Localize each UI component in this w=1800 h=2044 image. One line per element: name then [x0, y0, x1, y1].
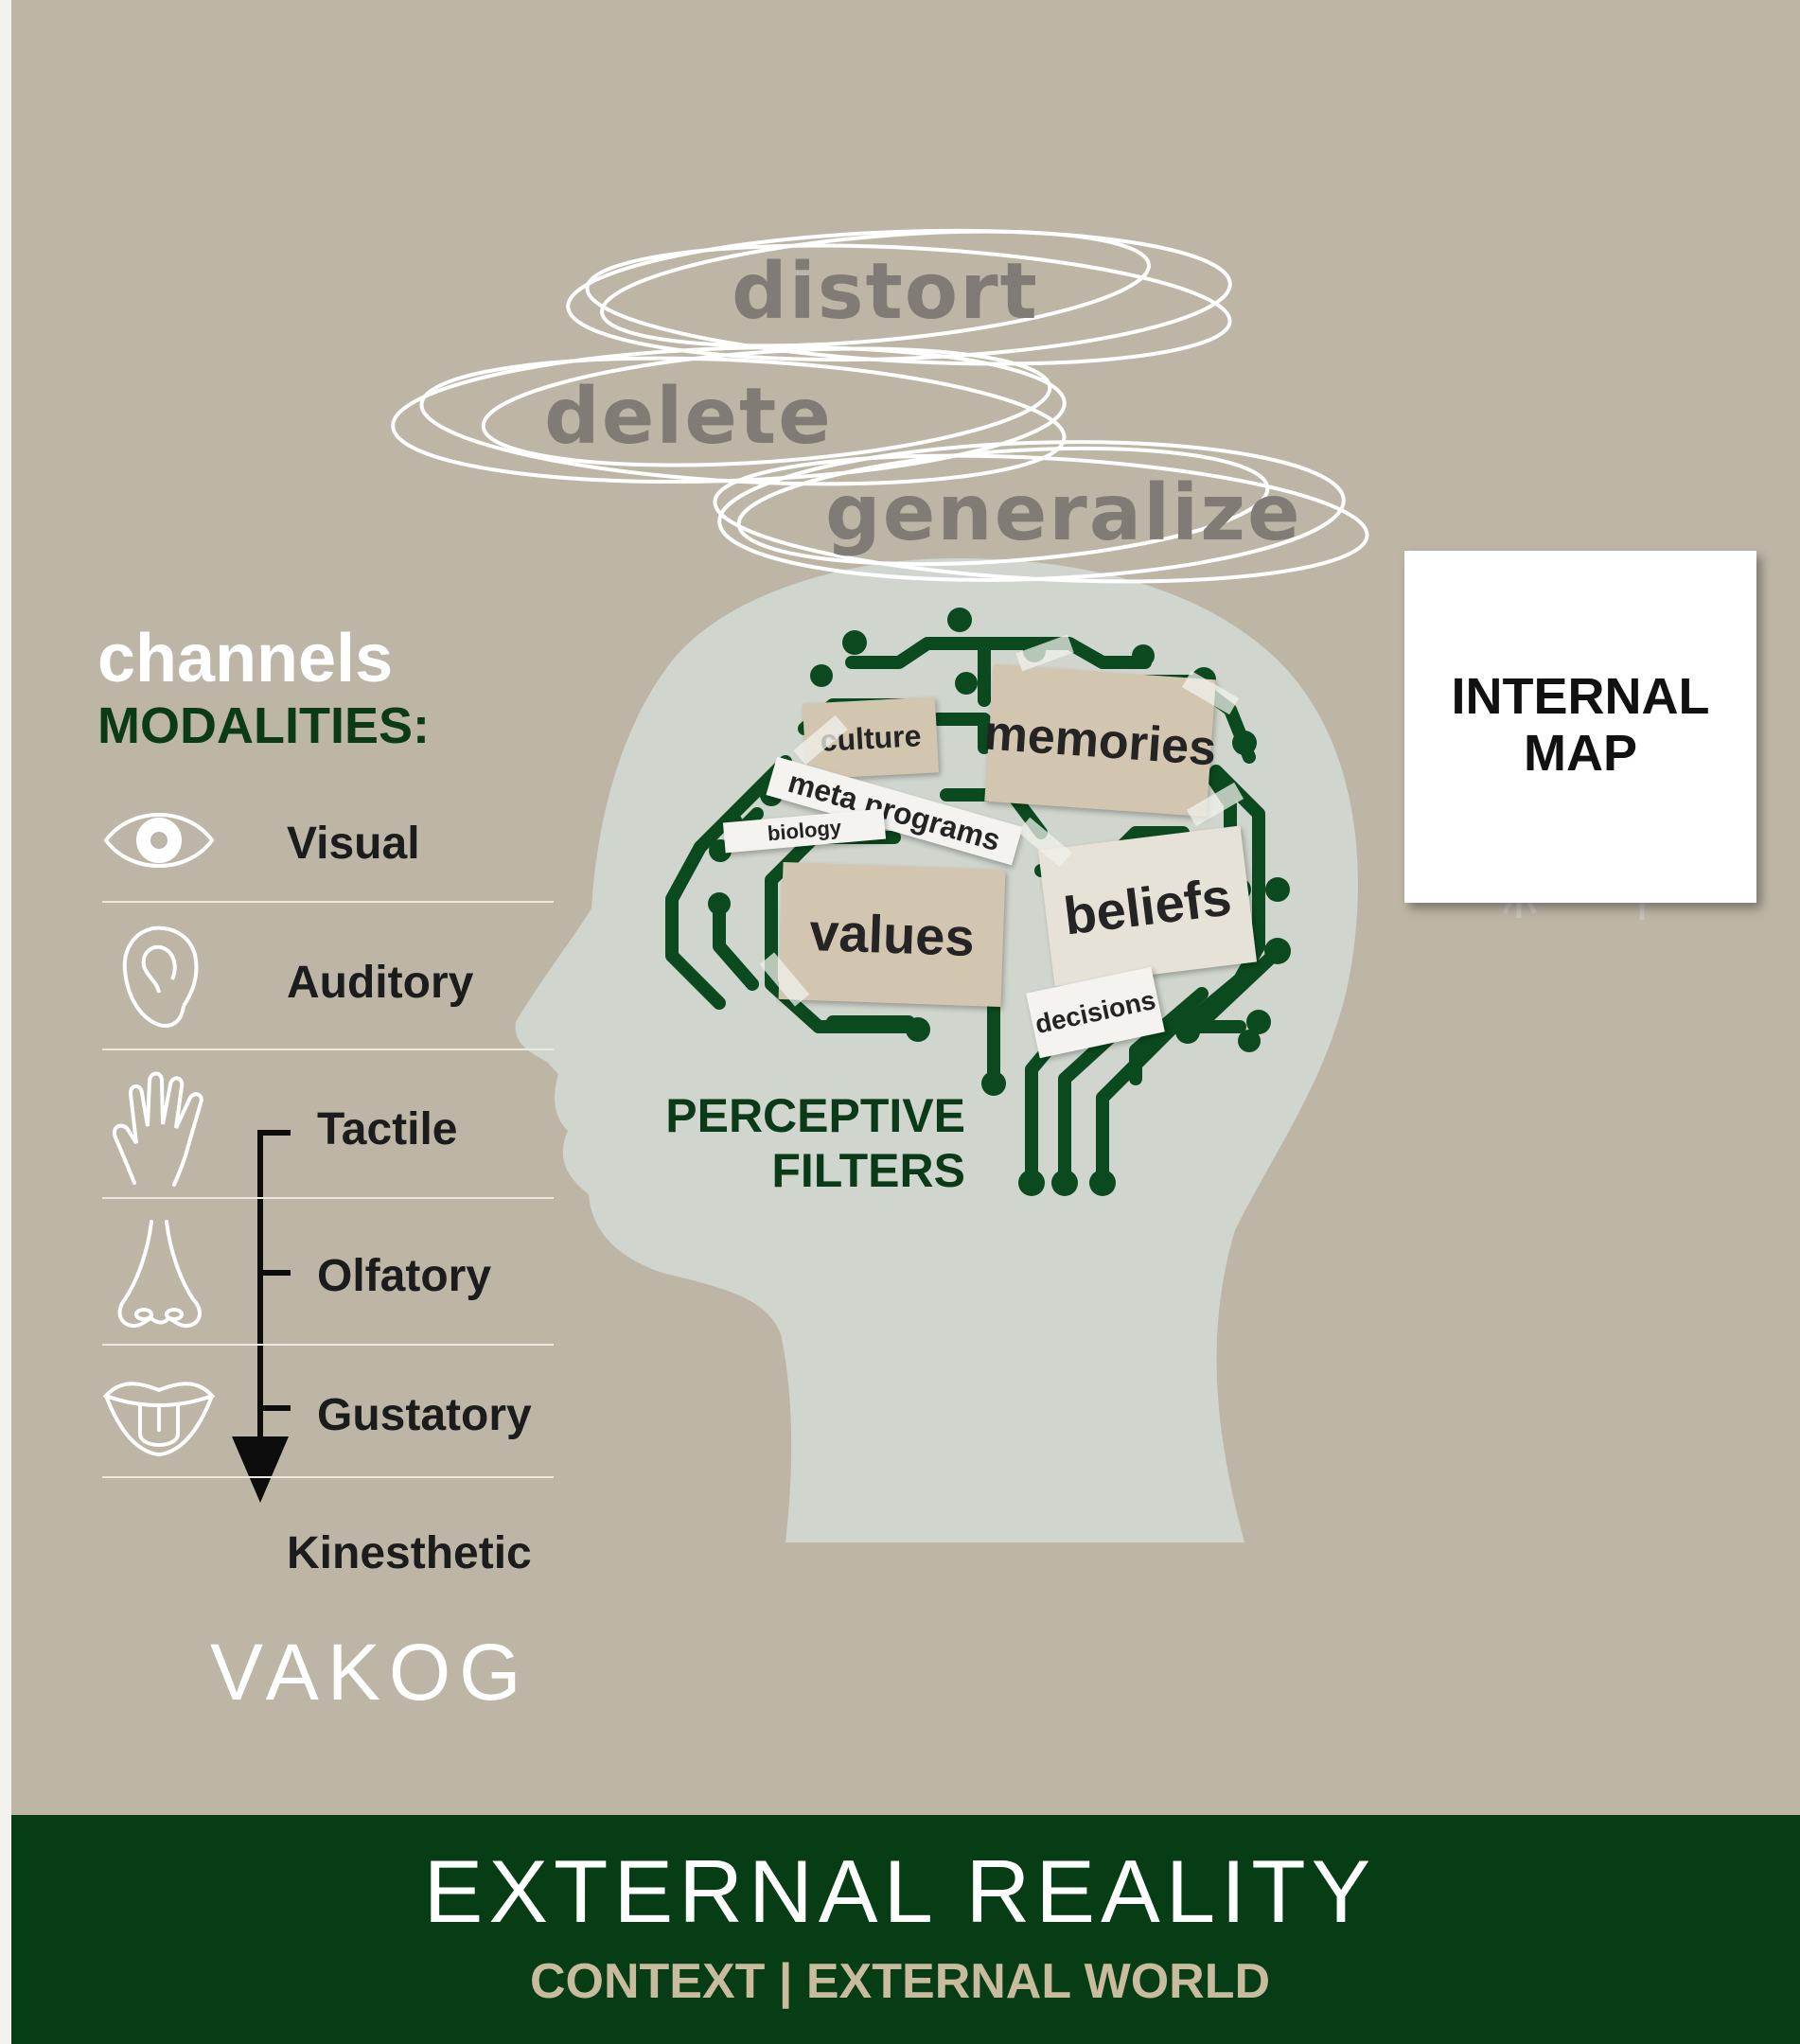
ear-icon [117, 923, 203, 1036]
perceptive-filters-label: PERCEPTIVE FILTERS [662, 1088, 965, 1198]
circuit-nodes [708, 608, 1291, 1196]
nose-icon [112, 1216, 206, 1339]
modality-divider [102, 1197, 554, 1199]
modality-tactile: Tactile [317, 1104, 458, 1154]
modality-divider [102, 1476, 554, 1478]
arrow-head [232, 1436, 289, 1503]
modality-divider [102, 1344, 554, 1346]
modality-divider [102, 901, 554, 903]
perceptive-line-1: PERCEPTIVE [665, 1089, 965, 1142]
internal-map-card: INTERNAL MAP [1404, 551, 1756, 903]
modality-visual: Visual [287, 819, 420, 869]
internal-map-label: INTERNAL MAP [1451, 668, 1710, 782]
external-reality-band [11, 1815, 1800, 2044]
verb-delete: delete [544, 372, 833, 462]
eye-icon [102, 802, 216, 883]
external-reality-title: EXTERNAL REALITY [423, 1841, 1377, 1941]
vakog-acronym: VAKOG [210, 1628, 530, 1717]
scribble-ellipses [391, 228, 1369, 584]
hand-icon [106, 1069, 210, 1197]
modality-divider [102, 1048, 554, 1050]
mouth-icon [102, 1377, 216, 1467]
left-edge-strip [0, 0, 11, 2044]
external-reality-subtitle: CONTEXT | EXTERNAL WORLD [529, 1954, 1271, 2009]
vakog-arrow [257, 1130, 291, 1471]
channels-title: channels [97, 621, 394, 696]
perceptive-line-2: FILTERS [771, 1144, 965, 1197]
modality-olfatory: Olfatory [317, 1251, 492, 1301]
verb-generalize: generalize [825, 468, 1302, 558]
modality-kinesthetic: Kinesthetic [287, 1528, 532, 1578]
modalities-title: MODALITIES: [97, 697, 430, 754]
verb-distort: distort [732, 247, 1039, 337]
note-values: values [778, 861, 1006, 1008]
modality-gustatory: Gustatory [317, 1390, 532, 1440]
modality-auditory: Auditory [287, 958, 474, 1008]
note-beliefs: beliefs [1037, 825, 1258, 987]
